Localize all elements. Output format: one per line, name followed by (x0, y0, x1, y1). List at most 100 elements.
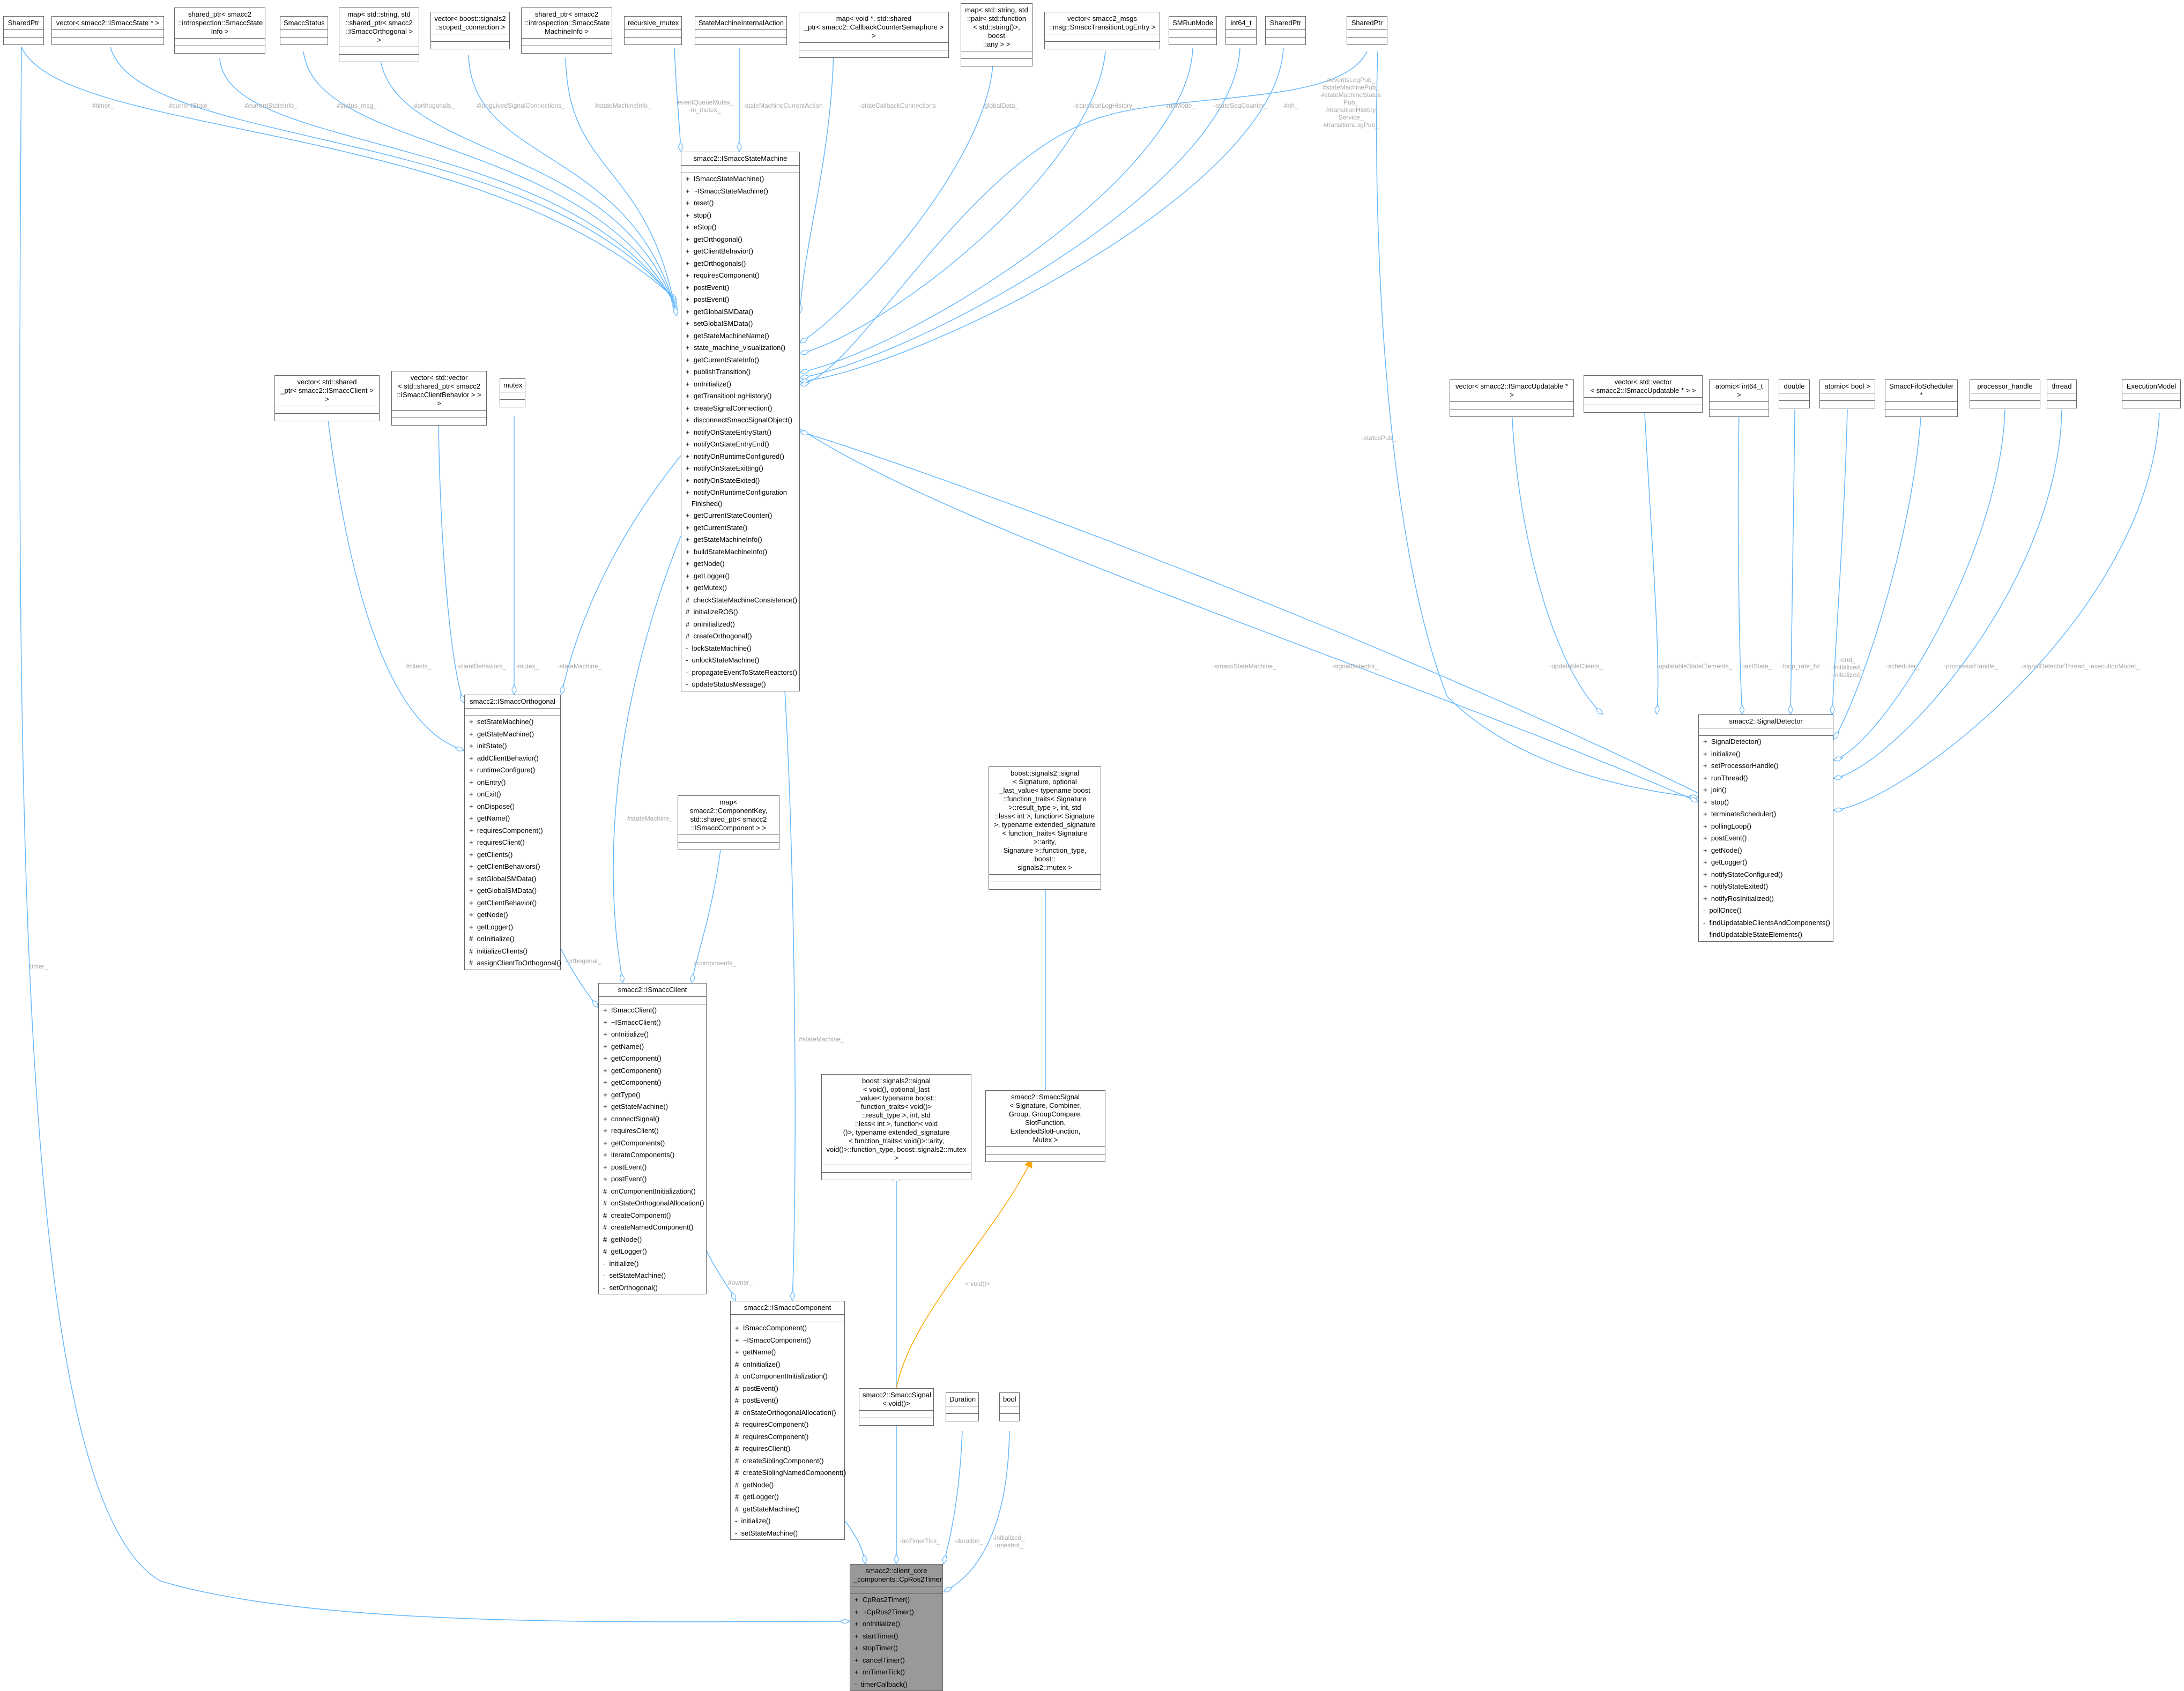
class-node[interactable]: SharedPtr (1265, 16, 1306, 45)
member-row[interactable]: + getOrthogonals() (686, 259, 746, 267)
member-row[interactable]: + getOrthogonal() (686, 235, 742, 243)
member-row[interactable]: + getClientBehavior() (469, 898, 537, 907)
class-node[interactable]: processor_handle (1970, 379, 2040, 408)
member-row[interactable]: + onInitialize() (855, 1620, 900, 1628)
class-node[interactable]: recursive_mutex (624, 16, 682, 45)
member-row[interactable]: + iterateComponents() (603, 1151, 675, 1159)
class-node[interactable]: atomic< bool > (1819, 379, 1875, 408)
class-node-ismaccstatemachine[interactable]: smacc2::ISmaccStateMachine + ISmaccState… (681, 152, 800, 691)
member-row[interactable]: + notifyOnRuntimeConfigured() (686, 452, 784, 460)
member-row[interactable]: + terminateScheduler() (1703, 810, 1777, 818)
member-row[interactable]: # onInitialize() (735, 1360, 781, 1368)
class-node[interactable]: vector< smacc2::ISmaccUpdatable * > (1450, 379, 1574, 417)
member-row[interactable]: - lockStateMachine() (686, 644, 752, 652)
member-row[interactable]: # onInitialized() (686, 620, 735, 628)
member-row[interactable]: # assignClientToOrthogonal() (469, 959, 561, 967)
member-row[interactable]: + getNode() (686, 560, 725, 568)
member-row[interactable]: - setStateMachine() (735, 1529, 798, 1537)
member-row[interactable]: # checkStateMachineConsistence() (686, 595, 798, 604)
class-node[interactable]: SharedPtr (3, 16, 44, 45)
member-row[interactable]: + CpRos2Timer() (855, 1596, 910, 1604)
member-row[interactable]: + onDispose() (469, 802, 515, 810)
class-node[interactable]: SmaccStatus (280, 16, 328, 45)
member-row[interactable]: # getLogger() (735, 1493, 779, 1501)
member-row[interactable]: + ~ISmaccStateMachine() (686, 187, 768, 195)
member-row[interactable]: + setStateMachine() (469, 718, 534, 726)
member-row[interactable]: + initState() (469, 742, 507, 750)
member-row[interactable]: - findUpdatableClientsAndComponents() (1703, 918, 1831, 927)
member-row[interactable]: # postEvent() (735, 1396, 778, 1404)
class-node[interactable]: mutex (500, 378, 525, 407)
member-row[interactable]: + getStateMachineName() (686, 331, 769, 340)
member-row[interactable]: + onTimerTick() (855, 1668, 905, 1676)
class-node[interactable]: vector< std::vector < std::shared_ptr< s… (391, 371, 487, 426)
member-row[interactable]: + getComponents() (603, 1138, 665, 1147)
member-row[interactable]: + notifyStateExited() (1703, 882, 1769, 890)
member-row[interactable]: # initializeROS() (686, 608, 738, 616)
class-node[interactable]: SharedPtr (1347, 16, 1387, 45)
class-node[interactable]: smacc2::SmaccSignal < Signature, Combine… (985, 1090, 1105, 1162)
class-node[interactable]: vector< boost::signals2 ::scoped_connect… (430, 12, 510, 49)
class-node[interactable]: ExecutionModel (2122, 379, 2181, 408)
member-row[interactable]: + getCurrentState() (686, 523, 748, 532)
member-row[interactable]: # onStateOrthogonalAllocation() (735, 1408, 836, 1417)
member-row[interactable]: + notifyRosInitialized() (1703, 894, 1774, 903)
member-row[interactable]: + ~ISmaccComponent() (735, 1336, 811, 1344)
member-row[interactable]: + ~CpRos2Timer() (855, 1607, 914, 1616)
member-row[interactable]: + onExit() (469, 790, 501, 798)
class-node[interactable]: Duration (946, 1392, 979, 1421)
member-row[interactable]: + requiresComponent() (686, 271, 760, 279)
class-node[interactable]: SMRunMode (1169, 16, 1217, 45)
member-row[interactable]: # onComponentInitialization() (603, 1187, 696, 1195)
class-node[interactable]: shared_ptr< smacc2 ::introspection::Smac… (174, 8, 265, 54)
member-row[interactable]: + disconnectSmaccSignalObject() (686, 416, 793, 424)
class-node-ismaccorthogonal[interactable]: smacc2::ISmaccOrthogonal + setStateMachi… (464, 695, 561, 970)
member-row[interactable]: + setGlobalSMData() (686, 319, 753, 327)
member-row[interactable]: + eStop() (686, 223, 717, 231)
member-row[interactable]: + startTimer() (855, 1632, 898, 1640)
member-row[interactable]: + publishTransition() (686, 368, 751, 376)
member-row[interactable]: # getNode() (603, 1235, 642, 1243)
member-row[interactable]: + getStateMachineInfo() (686, 535, 762, 543)
class-node-ismacccomponent[interactable]: smacc2::ISmaccComponent + ISmaccComponen… (730, 1301, 846, 1540)
member-row[interactable]: + setGlobalSMData() (469, 874, 537, 883)
member-row[interactable]: + getName() (735, 1348, 776, 1356)
member-row[interactable]: - setStateMachine() (603, 1271, 666, 1279)
member-row[interactable]: # onInitialize() (469, 935, 515, 943)
class-node[interactable]: double (1779, 379, 1810, 408)
member-row[interactable]: # initializeClients() (469, 947, 528, 955)
class-node[interactable]: map< std::string, std ::pair< std::funct… (961, 3, 1032, 66)
member-row[interactable]: + setProcessorHandle() (1703, 762, 1779, 770)
member-row[interactable]: + createSignalConnection() (686, 404, 772, 412)
member-row[interactable]: + stop() (686, 211, 712, 219)
class-node[interactable]: map< smacc2::ComponentKey, std::shared_p… (678, 795, 779, 850)
class-node[interactable]: thread (2047, 379, 2077, 408)
member-row[interactable]: + ISmaccComponent() (735, 1324, 807, 1332)
member-row[interactable]: + getName() (603, 1042, 644, 1051)
member-row[interactable]: + onInitialize() (603, 1030, 649, 1038)
member-row[interactable]: + connectSignal() (603, 1114, 660, 1123)
class-node[interactable]: map< std::string, std ::shared_ptr< smac… (339, 8, 419, 62)
member-row[interactable]: - initialize() (603, 1259, 639, 1268)
member-row[interactable]: + SignalDetector() (1703, 738, 1762, 746)
member-row[interactable]: # createOrthogonal() (686, 632, 752, 640)
member-row[interactable]: # requiresClient() (735, 1444, 791, 1452)
member-row[interactable]: + getCurrentStateInfo() (686, 355, 759, 364)
member-row[interactable]: + getLogger() (469, 922, 514, 931)
member-row[interactable]: + postEvent() (686, 283, 730, 292)
member-row[interactable]: + getCurrentStateCounter() (686, 511, 772, 519)
member-row[interactable]: - timerCallback() (855, 1680, 908, 1688)
member-row[interactable]: # getNode() (735, 1480, 774, 1489)
member-row[interactable]: + join() (1703, 786, 1727, 794)
member-row[interactable]: + notifyOnStateEntryStart() (686, 428, 772, 436)
member-row[interactable]: - findUpdatableStateElements() (1703, 930, 1802, 938)
member-row[interactable]: + ~ISmaccClient() (603, 1018, 661, 1026)
member-row[interactable]: + postEvent() (686, 295, 730, 303)
member-row[interactable]: - propagateEventToStateReactors() (686, 668, 798, 676)
class-node-cpros2timer[interactable]: smacc2::client_core _components::CpRos2T… (850, 1564, 943, 1691)
member-row[interactable]: + getComponent() (603, 1078, 662, 1086)
member-row[interactable]: + getLogger() (686, 571, 730, 580)
member-row[interactable]: + getName() (469, 814, 510, 822)
member-row[interactable]: - updateStatusMessage() (686, 680, 766, 688)
member-row[interactable]: # getLogger() (603, 1247, 647, 1255)
